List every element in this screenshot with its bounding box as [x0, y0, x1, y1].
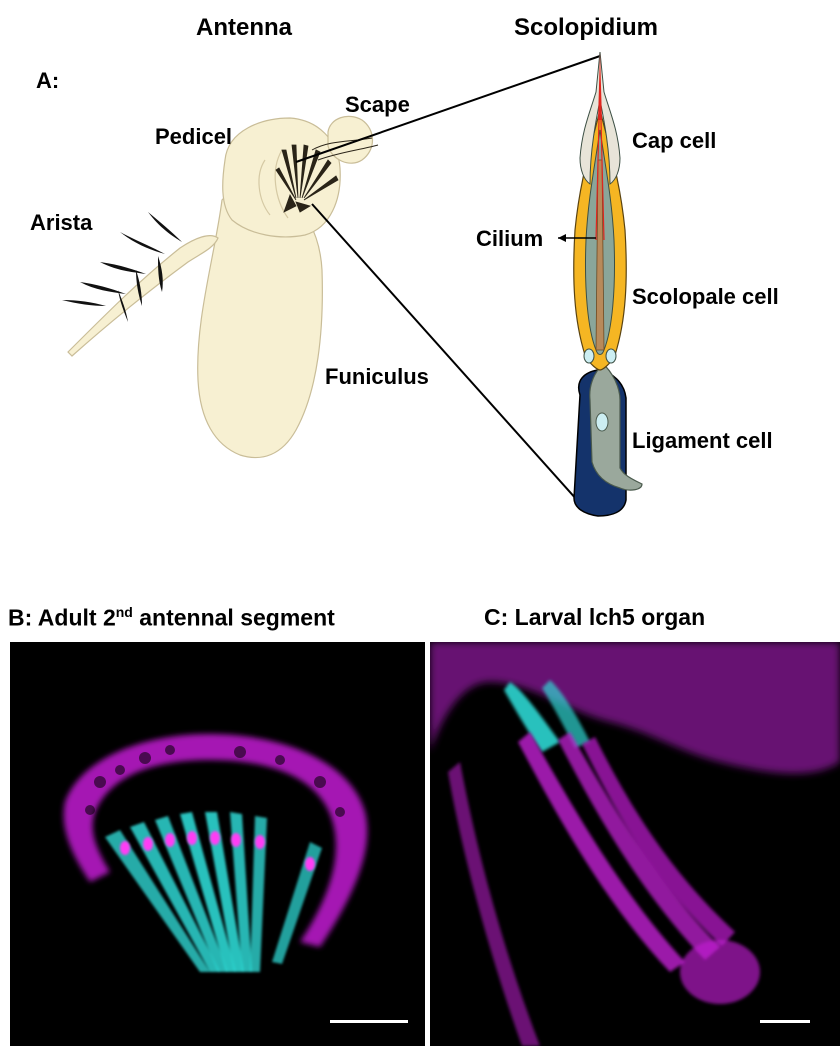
funiculus-label: Funiculus — [325, 364, 429, 390]
panel-b-scale-bar — [330, 1020, 408, 1023]
cap-cell-label: Cap cell — [632, 128, 716, 154]
panel-b-title: B: Adult 2nd antennal segment — [8, 604, 335, 632]
arista-shape — [68, 236, 218, 356]
arista-label: Arista — [30, 210, 92, 236]
panel-b-image — [10, 642, 425, 1046]
panel-b-title-post: antennal segment — [133, 605, 335, 631]
scape-label: Scape — [345, 92, 410, 118]
panel-b-title-sup: nd — [116, 604, 133, 620]
cilium-label: Cilium — [476, 226, 543, 252]
panel-c-scale-bar — [760, 1020, 810, 1023]
panel-c-title: C: Larval lch5 organ — [484, 604, 705, 631]
panel-a-label: A: — [36, 68, 59, 94]
pedicel-label: Pedicel — [155, 124, 232, 150]
scolopale-cell-label: Scolopale cell — [632, 284, 779, 310]
panel-b-title-pre: B: Adult 2 — [8, 605, 116, 631]
ligament-cell-label: Ligament cell — [632, 428, 773, 454]
scape-shape — [328, 116, 373, 163]
panel-c-micrograph — [430, 642, 840, 1046]
panel-b-micrograph — [10, 642, 425, 1046]
antenna-title: Antenna — [196, 14, 292, 42]
scolopidium-title: Scolopidium — [514, 14, 658, 42]
panel-c-image — [430, 642, 840, 1046]
scolopidium-diagram — [558, 52, 642, 516]
